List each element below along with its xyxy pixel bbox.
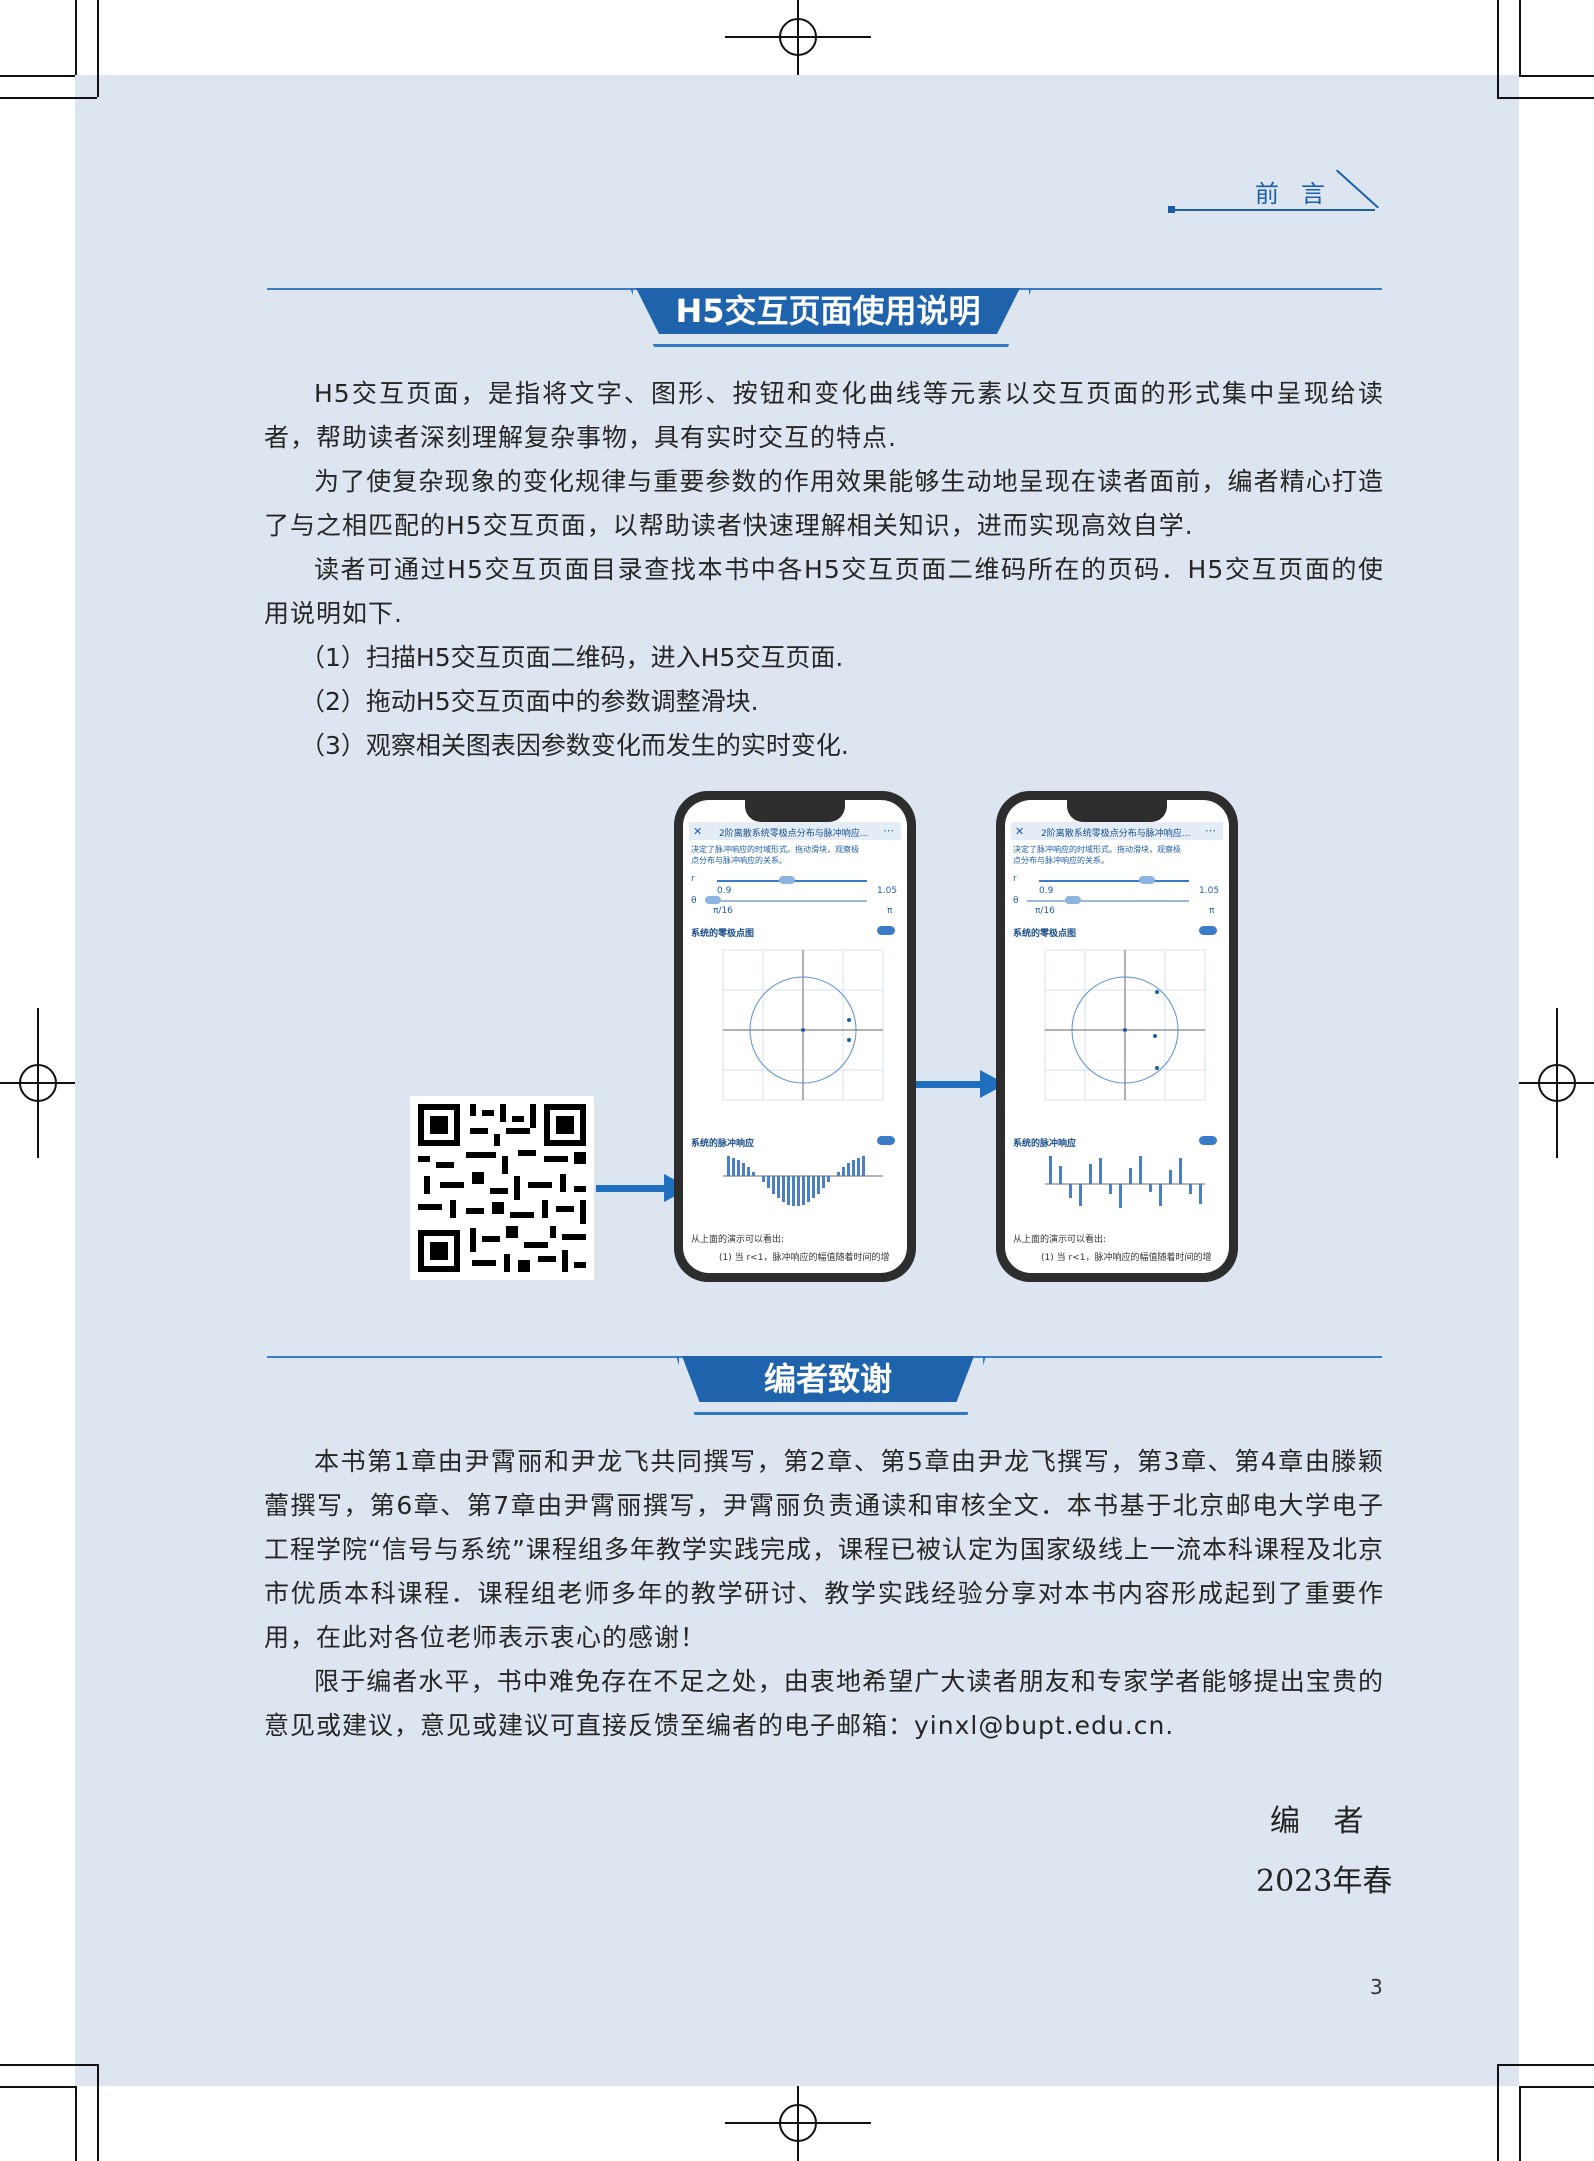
app-description: 决定了脉冲响应的时域形式。拖动滑块，观察极点分布与脉冲响应的关系。 <box>1013 845 1181 865</box>
slider-label-theta: θ <box>691 896 697 906</box>
crop-mark <box>1519 2086 1521 2161</box>
pz-chart-title: 系统的零极点图 <box>1013 929 1077 939</box>
slider-theta[interactable] <box>1027 900 1189 902</box>
slider-r-min: 0.9 <box>1039 886 1054 896</box>
impulse-chart-title: 系统的脉冲响应 <box>691 1139 755 1149</box>
step-item: （3）观察相关图表因参数变化而发生的实时变化. <box>300 731 849 760</box>
close-icon[interactable]: ✕ <box>1015 825 1025 838</box>
impulse-toggle[interactable] <box>877 1136 895 1145</box>
slider-r[interactable] <box>1039 880 1189 882</box>
slider-theta-max: π <box>1209 906 1215 916</box>
pz-toggle[interactable] <box>1199 926 1217 935</box>
crop-mark <box>0 2064 97 2066</box>
arrow <box>596 1185 666 1192</box>
running-header-rule <box>1170 209 1375 211</box>
crop-mark <box>97 2064 99 2161</box>
crop-mark <box>75 0 77 75</box>
impulse-toggle[interactable] <box>1199 1136 1217 1145</box>
conclusion-text: 从上面的演示可以看出: <box>1013 1235 1107 1245</box>
step-item: （2）拖动H5交互页面中的参数调整滑块. <box>300 687 759 716</box>
phone-notch <box>1067 800 1167 822</box>
impulse-response-plot <box>1045 1156 1205 1208</box>
date: 2023年春 <box>1256 1864 1393 1899</box>
phone-screenshot-right: ✕ 2阶离散系统零极点分布与脉冲响应... ⋯ 决定了脉冲响应的时域形式。拖动滑… <box>996 791 1238 1282</box>
crop-mark <box>97 0 99 97</box>
crop-mark <box>1497 2064 1594 2066</box>
paragraph: 本书第1章由尹霄丽和尹龙飞共同撰写，第2章、第5章由尹龙飞撰写，第3章、第4章由… <box>264 1447 1384 1652</box>
phone-screenshot-left: ✕ 2阶离散系统零极点分布与脉冲响应... ⋯ 决定了脉冲响应的时域形式。拖动滑… <box>674 791 916 1282</box>
crop-mark <box>1519 0 1521 75</box>
crop-mark <box>0 75 75 77</box>
pz-toggle[interactable] <box>877 926 895 935</box>
phone-notch <box>745 800 845 822</box>
running-header: 前言 <box>1255 180 1347 208</box>
app-title-bar: ✕ 2阶离散系统零极点分布与脉冲响应... ⋯ <box>689 822 901 840</box>
qr-code[interactable] <box>410 1096 594 1280</box>
slider-theta-thumb[interactable] <box>705 896 721 904</box>
crop-mark <box>1497 97 1594 99</box>
slider-r-thumb[interactable] <box>779 876 795 884</box>
registration-circle <box>779 18 817 56</box>
signature: 编 者 <box>1270 1804 1376 1839</box>
slider-r-min: 0.9 <box>717 886 732 896</box>
crop-mark <box>0 2086 75 2088</box>
slider-theta-min: π/16 <box>1035 906 1055 916</box>
phone-screen: ✕ 2阶离散系统零极点分布与脉冲响应... ⋯ 决定了脉冲响应的时域形式。拖动滑… <box>683 800 907 1273</box>
paragraph: H5交互页面，是指将文字、图形、按钮和变化曲线等元素以交互页面的形式集中呈现给读… <box>264 379 1384 452</box>
impulse-chart-title: 系统的脉冲响应 <box>1013 1139 1077 1149</box>
arrow <box>912 1081 982 1088</box>
paragraph: 为了使复杂现象的变化规律与重要参数的作用效果能够生动地呈现在读者面前，编者精心打… <box>264 467 1384 540</box>
conclusion-item: (1) 当 r<1，脉冲响应的幅值随着时间的增 <box>1041 1253 1212 1263</box>
slider-theta-max: π <box>887 906 893 916</box>
crop-mark <box>75 2086 77 2161</box>
app-description: 决定了脉冲响应的时域形式。拖动滑块，观察极点分布与脉冲响应的关系。 <box>691 845 859 865</box>
slider-r-thumb[interactable] <box>1139 876 1155 884</box>
slider-r-max: 1.05 <box>877 886 898 896</box>
registration-circle <box>1538 1064 1576 1102</box>
close-icon[interactable]: ✕ <box>693 825 703 838</box>
paragraph: 读者可通过H5交互页面目录查找本书中各H5交互页面二维码所在的页码．H5交互页面… <box>264 555 1384 628</box>
crop-mark <box>1519 75 1594 77</box>
more-icon[interactable]: ⋯ <box>1205 824 1216 837</box>
more-icon[interactable]: ⋯ <box>883 824 894 837</box>
pole-zero-plot <box>1044 949 1206 1101</box>
running-header-dot <box>1168 206 1175 213</box>
paragraph: 限于编者水平，书中难免存在不足之处，由衷地希望广大读者朋友和专家学者能够提出宝贵… <box>264 1667 1384 1740</box>
step-item: （1）扫描H5交互页面二维码，进入H5交互页面. <box>300 643 844 672</box>
conclusion-text: 从上面的演示可以看出: <box>691 1235 785 1245</box>
registration-circle <box>779 2104 817 2142</box>
registration-circle <box>19 1064 57 1102</box>
slider-theta-thumb[interactable] <box>1065 896 1081 904</box>
app-title-bar: ✕ 2阶离散系统零极点分布与脉冲响应... ⋯ <box>1011 822 1223 840</box>
app-title: 2阶离散系统零极点分布与脉冲响应... <box>719 829 869 839</box>
section-title: H5交互页面使用说明 <box>636 288 1020 334</box>
slider-label-r: r <box>691 874 695 884</box>
slider-r-max: 1.05 <box>1199 886 1220 896</box>
crop-mark <box>1519 2086 1594 2088</box>
app-title: 2阶离散系统零极点分布与脉冲响应... <box>1041 829 1191 839</box>
crop-mark <box>1497 2064 1499 2161</box>
section-title: 编者致谢 <box>682 1356 974 1402</box>
page-number: 3 <box>1370 1975 1383 1999</box>
conclusion-item: (1) 当 r<1，脉冲响应的幅值随着时间的增 <box>719 1253 890 1263</box>
slider-theta[interactable] <box>705 900 867 902</box>
impulse-response-plot <box>723 1156 883 1206</box>
pole-zero-plot <box>722 949 884 1101</box>
slider-theta-min: π/16 <box>713 906 733 916</box>
slider-label-theta: θ <box>1013 896 1019 906</box>
crop-mark <box>1497 0 1499 97</box>
crop-mark <box>0 97 97 99</box>
phone-screen: ✕ 2阶离散系统零极点分布与脉冲响应... ⋯ 决定了脉冲响应的时域形式。拖动滑… <box>1005 800 1229 1273</box>
slider-label-r: r <box>1013 874 1017 884</box>
pz-chart-title: 系统的零极点图 <box>691 929 755 939</box>
